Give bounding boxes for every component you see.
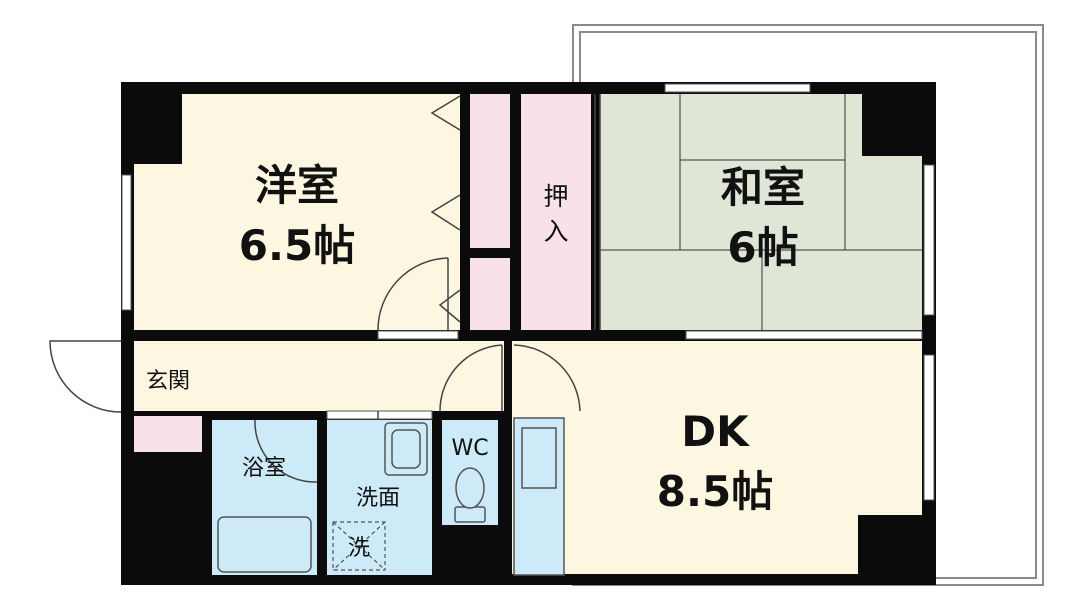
toilet-fixture <box>454 467 486 523</box>
closet-label-1: 押 <box>543 182 568 211</box>
washroom-floor <box>327 420 432 575</box>
western-room-name: 洋室 <box>255 161 339 210</box>
dk-room-size: 8.5帖 <box>657 467 773 516</box>
bathroom-label: 浴室 <box>242 456 286 481</box>
interior-walls <box>121 94 922 575</box>
dk-floor <box>512 341 922 574</box>
tatami-lines <box>600 94 922 330</box>
washbasin <box>384 422 428 476</box>
japanese-room-size: 6帖 <box>727 223 798 272</box>
doors <box>49 257 581 483</box>
entrance-floor <box>134 341 206 411</box>
washer-space <box>332 521 386 571</box>
closet-label-2: 入 <box>543 217 568 246</box>
closet-doors <box>430 94 601 330</box>
closet-western-floor <box>470 94 510 330</box>
japanese-room-name: 和室 <box>721 163 805 212</box>
toilet-label: WC <box>451 436 488 461</box>
closet-floor <box>521 94 591 330</box>
western-room-floor <box>134 94 460 330</box>
dk-room-name: DK <box>681 407 750 456</box>
bathtub <box>217 516 312 573</box>
kitchen-counter <box>513 417 565 576</box>
washer-label: 洗 <box>348 536 370 561</box>
windows <box>121 83 935 501</box>
entrance-label: 玄関 <box>146 369 190 394</box>
western-room-size: 6.5帖 <box>239 221 355 270</box>
shoe-box <box>134 416 202 452</box>
washroom-label: 洗面 <box>356 486 400 511</box>
columns <box>134 94 922 575</box>
